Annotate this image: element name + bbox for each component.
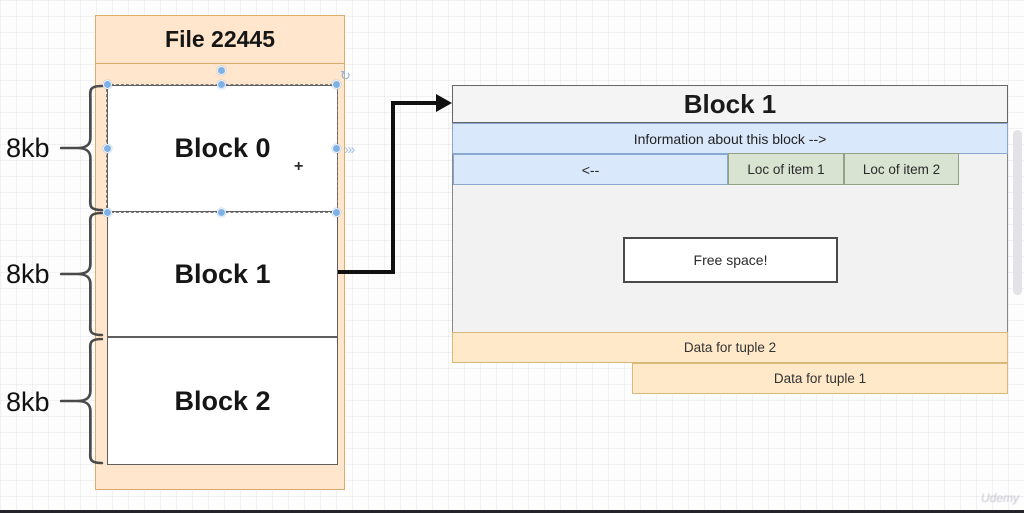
move-cursor-icon: + [294,158,304,175]
block-1-detail-group[interactable]: Block 1 Information about this block -->… [452,85,1008,394]
loc-of-item-1-cell[interactable]: Loc of item 1 [728,153,844,185]
tuple-2-label: Data for tuple 2 [683,340,777,355]
selection-handle-mid-left[interactable] [103,144,112,153]
block-2-label: Block 2 [174,385,271,416]
info-row-shape[interactable]: Information about this block --> [452,123,1008,154]
free-space-box[interactable]: Free space! [623,237,838,283]
detail-header-shape[interactable]: Block 1 [452,85,1008,123]
watermark: Udemy [980,491,1019,505]
selection-handle-bottom-center[interactable] [217,208,226,217]
back-pointer-segment[interactable]: <-- [453,154,728,185]
brace-block-1[interactable] [56,211,106,337]
selection-handle-top-center[interactable] [217,80,226,89]
brace-block-2[interactable] [56,337,106,465]
free-space-label: Free space! [693,252,768,268]
vertical-scrollbar-thumb[interactable] [1013,130,1022,295]
info-row-label: Information about this block --> [633,130,827,147]
block-0-label: Block 0 [174,133,271,163]
detail-body-shape[interactable]: Free space! [452,185,1008,332]
tuple-1-row[interactable]: Data for tuple 1 [632,363,1008,394]
size-label-block-1: 8kb [6,258,50,289]
direction-hint-arrow-icon: »› [344,141,355,158]
pointer-row-shape[interactable]: <-- Loc of item 1 Loc of item 2 [452,153,1008,185]
file-title: File 22445 [96,16,344,64]
selection-handle-bottom-right[interactable] [332,208,341,217]
block-0-shape[interactable]: Block 0 [107,85,338,212]
tuple-2-row[interactable]: Data for tuple 2 [452,332,1008,363]
block-1-label: Block 1 [174,258,271,289]
brace-block-0[interactable] [56,84,106,212]
loc-of-item-2-label: Loc of item 2 [862,161,941,177]
block-2-shape[interactable]: Block 2 [107,337,338,465]
size-label-block-2: 8kb [6,386,50,417]
selection-handle-top-right[interactable] [332,80,341,89]
back-pointer-label: <-- [581,161,600,178]
rotate-handle-icon[interactable]: ↻ [340,68,351,83]
bottom-edge-line [0,510,1024,513]
selection-handle-bottom-left[interactable] [103,208,112,217]
selection-handle-mid-right[interactable] [332,144,341,153]
selection-handle-top-left[interactable] [103,80,112,89]
loc-of-item-2-cell[interactable]: Loc of item 2 [844,153,959,185]
tuple-1-label: Data for tuple 1 [773,371,867,386]
selection-handle-edge-top[interactable] [217,66,226,75]
block-1-shape[interactable]: Block 1 [107,211,338,337]
size-label-block-0: 8kb [6,132,50,163]
loc-of-item-1-label: Loc of item 1 [747,161,825,177]
detail-title: Block 1 [683,88,777,119]
